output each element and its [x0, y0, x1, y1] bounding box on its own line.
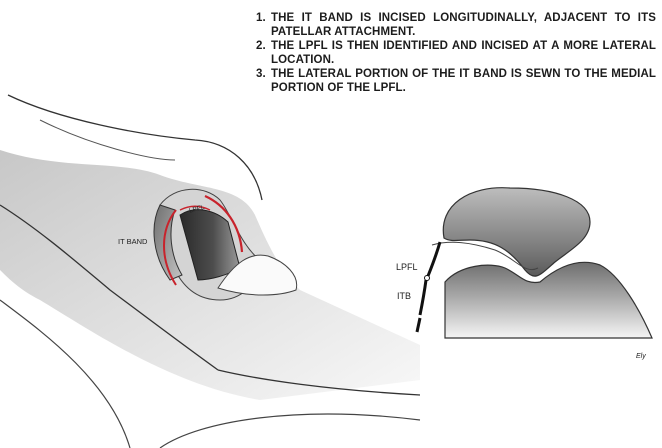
label-it-band: IT BAND	[118, 237, 148, 246]
procedure-steps: 1. THE IT BAND IS INCISED LONGITUDINALLY…	[256, 12, 656, 97]
artist-signature: Ely	[636, 353, 646, 360]
step-1: 1. THE IT BAND IS INCISED LONGITUDINALLY…	[256, 12, 656, 39]
lpfl-strand	[428, 242, 440, 276]
step-text: THE LATERAL PORTION OF THE IT BAND IS SE…	[271, 68, 656, 95]
step-2: 2. THE LPFL IS THEN IDENTIFIED AND INCIS…	[256, 40, 656, 67]
cross-section: LPFL ITB	[396, 188, 652, 338]
itb-strand	[420, 280, 426, 315]
step-number: 3.	[256, 68, 271, 95]
step-text: THE IT BAND IS INCISED LONGITUDINALLY, A…	[271, 12, 656, 39]
label-lpfl-cross: LPFL	[396, 262, 418, 272]
step-number: 1.	[256, 12, 271, 39]
itb-strand-lower	[417, 318, 420, 332]
leg-outline-calf	[160, 414, 420, 448]
label-itb: ITB	[397, 291, 411, 301]
suture-knot	[425, 276, 430, 281]
step-3: 3. THE LATERAL PORTION OF THE IT BAND IS…	[256, 68, 656, 95]
femur	[445, 262, 652, 338]
step-number: 2.	[256, 40, 271, 67]
step-text: THE LPFL IS THEN IDENTIFIED AND INCISED …	[271, 40, 656, 67]
knee-drawing: IT BAND LPFL	[0, 95, 420, 448]
